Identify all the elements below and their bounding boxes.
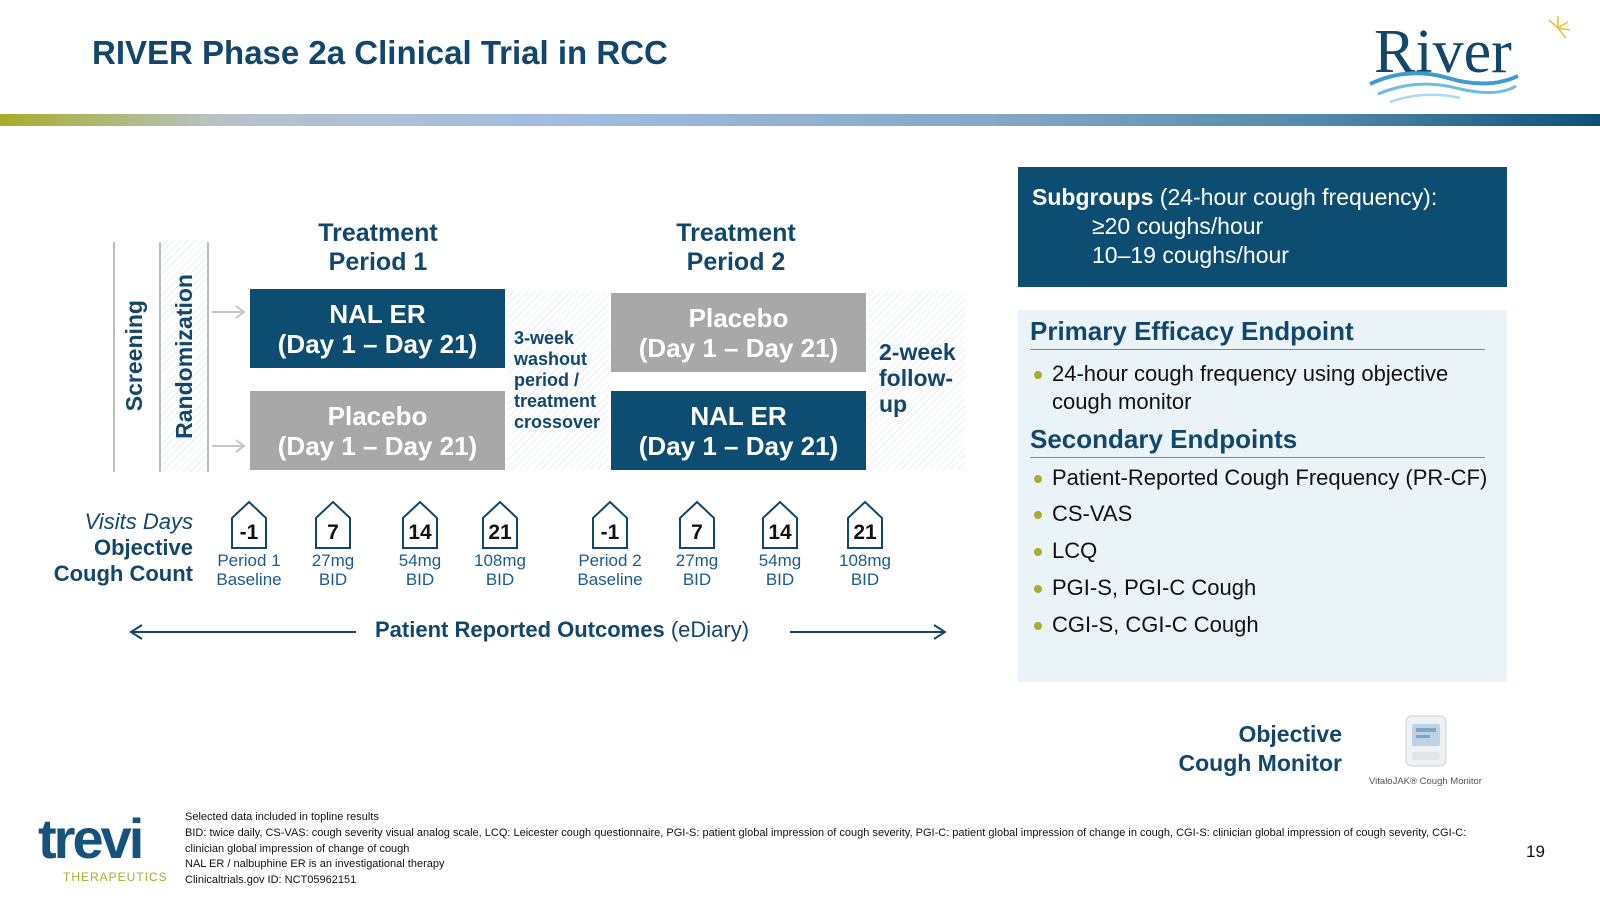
endpoint-item: 24-hour cough frequency using objective … bbox=[1030, 360, 1495, 416]
visit-house-icon: 14 bbox=[401, 500, 439, 550]
followup-text: 2-week follow- up bbox=[879, 339, 956, 417]
followup-region bbox=[868, 291, 965, 470]
endpoint-item: CS-VAS bbox=[1030, 500, 1495, 528]
page-title: RIVER Phase 2a Clinical Trial in RCC bbox=[92, 34, 668, 71]
footnotes: Selected data included in topline result… bbox=[185, 811, 1467, 887]
header-rule bbox=[0, 114, 1600, 126]
visit-house-icon: 14 bbox=[761, 500, 799, 550]
visit-house-icon: 7 bbox=[314, 500, 352, 550]
device-caption: VitaloJAK® Cough Monitor bbox=[1369, 776, 1482, 787]
endpoint-item: PGI-S, PGI-C Cough bbox=[1030, 574, 1495, 602]
visit-house-icon: -1 bbox=[591, 500, 629, 550]
p1-nal-er-box: NAL ER (Day 1 – Day 21) bbox=[250, 289, 505, 368]
visit-house-icon: 21 bbox=[846, 500, 884, 550]
river-logo: River bbox=[1369, 16, 1571, 104]
design-lines bbox=[113, 242, 947, 640]
washout-text: 3-week washout period / treatment crosso… bbox=[514, 328, 601, 432]
secondary-endpoints-heading: Secondary Endpoints bbox=[1030, 424, 1485, 458]
page-number: 19 bbox=[1526, 842, 1545, 861]
visit-house-icon: 7 bbox=[678, 500, 716, 550]
svg-text:THERAPEUTICS: THERAPEUTICS bbox=[63, 870, 168, 884]
washout-region bbox=[508, 291, 609, 470]
period1-heading: Treatment Period 1 bbox=[318, 219, 438, 276]
trevi-logo: trevi THERAPEUTICS bbox=[38, 815, 168, 884]
screening-label: Screening bbox=[120, 300, 147, 412]
endpoint-item: LCQ bbox=[1030, 537, 1495, 565]
p1-placebo-box: Placebo (Day 1 – Day 21) bbox=[250, 391, 505, 470]
svg-text:trevi: trevi bbox=[38, 815, 141, 870]
randomization-label: Randomization bbox=[170, 273, 197, 439]
endpoints-panel: Primary Efficacy Endpoint 24-hour cough … bbox=[1018, 310, 1507, 682]
endpoint-item: Patient-Reported Cough Frequency (PR-CF) bbox=[1030, 464, 1495, 492]
visit-house-icon: -1 bbox=[230, 500, 268, 550]
pro-label: Patient Reported Outcomes (eDiary) bbox=[375, 617, 750, 642]
randomization-column: Randomization bbox=[161, 240, 207, 472]
cough-monitor-device-image bbox=[1405, 715, 1447, 767]
primary-endpoint-heading: Primary Efficacy Endpoint bbox=[1030, 316, 1485, 350]
p2-nal-er-box: NAL ER (Day 1 – Day 21) bbox=[611, 391, 866, 470]
subgroups-box: Subgroups (24-hour cough frequency): ≥20… bbox=[1018, 167, 1507, 287]
cough-monitor-label: Objective Cough Monitor bbox=[1178, 721, 1342, 776]
visits-label: Visits Days Objective Cough Count bbox=[53, 509, 193, 586]
screening-column: Screening bbox=[110, 240, 158, 472]
p2-placebo-box: Placebo (Day 1 – Day 21) bbox=[611, 293, 866, 372]
endpoint-item: CGI-S, CGI-C Cough bbox=[1030, 611, 1495, 639]
period2-heading: Treatment Period 2 bbox=[676, 219, 796, 276]
visit-house-icon: 21 bbox=[481, 500, 519, 550]
